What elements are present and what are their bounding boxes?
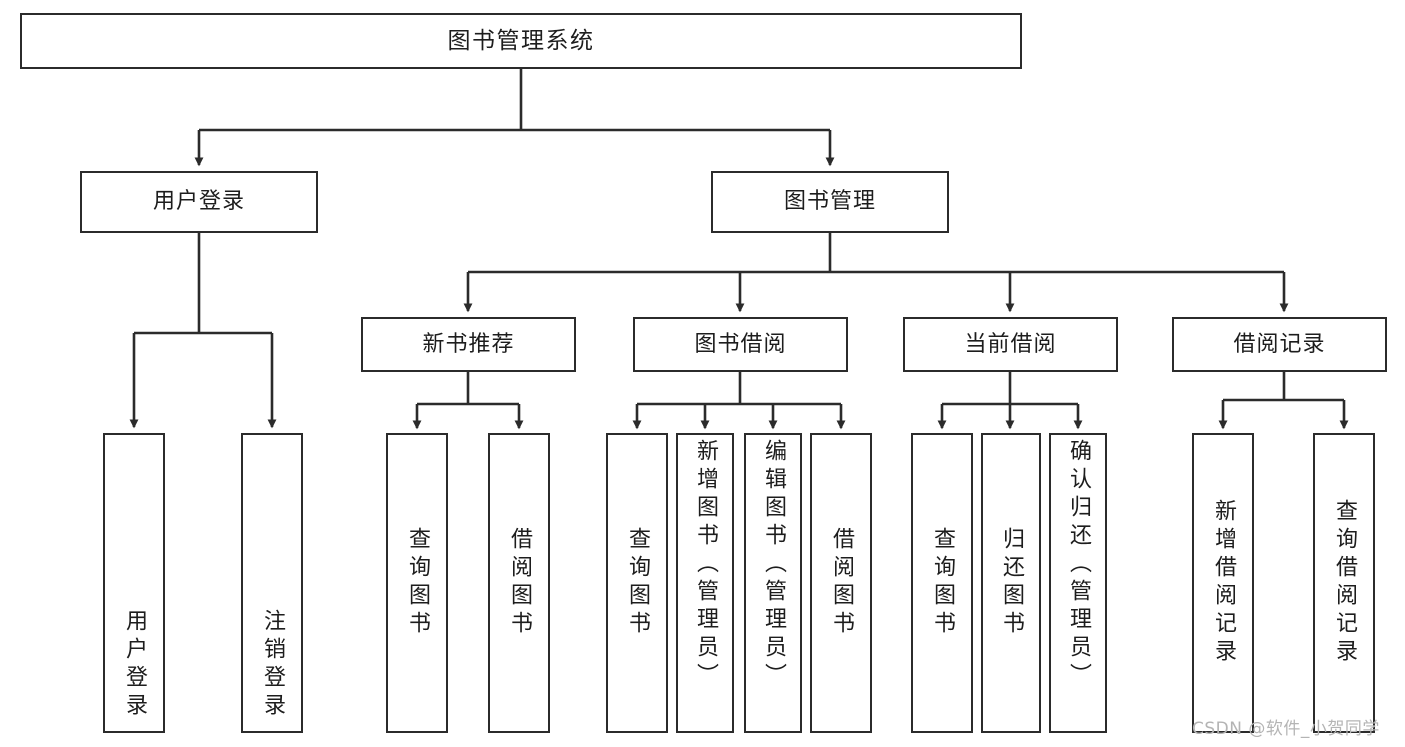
node-user-login-label: 用户登录 — [152, 189, 245, 215]
node-leaf-borrow-book-2[interactable]: 借阅图书 — [810, 433, 872, 733]
node-leaf-edit-book-label: 编辑图书（管理员） — [761, 439, 786, 691]
node-new-book-recommend-label: 新书推荐 — [422, 331, 515, 357]
node-leaf-logout-login-label: 注销登录 — [260, 609, 285, 721]
node-leaf-add-book-label: 新增图书（管理员） — [693, 439, 718, 691]
node-leaf-logout-login[interactable]: 注销登录 — [241, 433, 303, 733]
node-book-borrow[interactable]: 图书借阅 — [633, 317, 848, 372]
node-leaf-user-login[interactable]: 用户登录 — [103, 433, 165, 733]
node-root[interactable]: 图书管理系统 — [20, 13, 1022, 69]
node-root-label: 图书管理系统 — [447, 27, 595, 54]
node-leaf-query-record-label: 查询借阅记录 — [1332, 499, 1357, 667]
node-user-login[interactable]: 用户登录 — [80, 171, 318, 233]
node-leaf-confirm-return-label: 确认归还（管理员） — [1066, 439, 1091, 691]
node-leaf-return-book[interactable]: 归还图书 — [981, 433, 1041, 733]
node-leaf-add-record[interactable]: 新增借阅记录 — [1192, 433, 1254, 733]
node-borrow-record[interactable]: 借阅记录 — [1172, 317, 1387, 372]
node-leaf-query-book-3[interactable]: 查询图书 — [911, 433, 973, 733]
node-new-book-recommend[interactable]: 新书推荐 — [361, 317, 576, 372]
node-leaf-borrow-book-1[interactable]: 借阅图书 — [488, 433, 550, 733]
node-leaf-query-record[interactable]: 查询借阅记录 — [1313, 433, 1375, 733]
node-leaf-return-book-label: 归还图书 — [999, 527, 1024, 639]
node-borrow-record-label: 借阅记录 — [1233, 331, 1326, 357]
node-leaf-confirm-return[interactable]: 确认归还（管理员） — [1049, 433, 1107, 733]
node-current-borrow[interactable]: 当前借阅 — [903, 317, 1118, 372]
node-leaf-borrow-book-1-label: 借阅图书 — [507, 527, 532, 639]
node-leaf-user-login-label: 用户登录 — [122, 609, 147, 721]
node-leaf-add-book[interactable]: 新增图书（管理员） — [676, 433, 734, 733]
node-leaf-query-book-1[interactable]: 查询图书 — [386, 433, 448, 733]
node-leaf-query-book-3-label: 查询图书 — [930, 527, 955, 639]
node-current-borrow-label: 当前借阅 — [964, 331, 1057, 357]
node-leaf-add-record-label: 新增借阅记录 — [1211, 499, 1236, 667]
node-book-management[interactable]: 图书管理 — [711, 171, 949, 233]
node-book-management-label: 图书管理 — [783, 189, 876, 215]
node-leaf-borrow-book-2-label: 借阅图书 — [829, 527, 854, 639]
csdn-watermark: CSDN @软件_小贺同学 — [1192, 719, 1380, 739]
node-leaf-query-book-1-label: 查询图书 — [405, 527, 430, 639]
node-leaf-edit-book[interactable]: 编辑图书（管理员） — [744, 433, 802, 733]
node-leaf-query-book-2-label: 查询图书 — [625, 527, 650, 639]
node-leaf-query-book-2[interactable]: 查询图书 — [606, 433, 668, 733]
node-book-borrow-label: 图书借阅 — [694, 331, 787, 357]
